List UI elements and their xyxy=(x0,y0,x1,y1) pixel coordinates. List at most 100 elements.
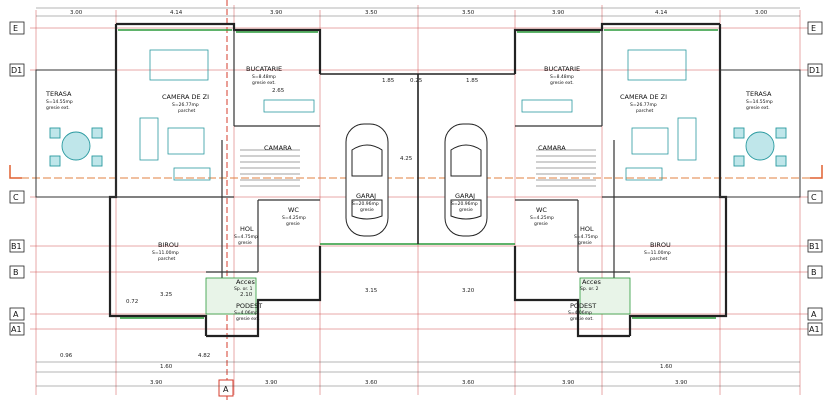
svg-text:CAMARA: CAMARA xyxy=(538,144,566,152)
svg-text:S=4.75mp: S=4.75mp xyxy=(574,234,598,240)
svg-text:B: B xyxy=(13,268,19,277)
svg-text:Sp. or. 1: Sp. or. 1 xyxy=(234,286,253,292)
svg-text:S=4.75mp: S=4.75mp xyxy=(234,234,258,240)
svg-text:S=4.06mp: S=4.06mp xyxy=(234,310,258,316)
svg-text:parchet: parchet xyxy=(636,108,653,114)
svg-text:0.72: 0.72 xyxy=(126,299,138,305)
svg-text:B: B xyxy=(811,268,817,277)
svg-text:S=14.55mp: S=14.55mp xyxy=(46,99,73,105)
svg-text:S=11.00mp: S=11.00mp xyxy=(644,250,671,256)
svg-text:CAMERA DE ZI: CAMERA DE ZI xyxy=(620,93,667,101)
grid-bubbles-left: E D1 C B1 B A A1 xyxy=(9,21,25,336)
right-unit xyxy=(418,22,801,338)
svg-text:WC: WC xyxy=(536,206,547,214)
svg-text:Acces: Acces xyxy=(582,278,601,286)
svg-text:4.82: 4.82 xyxy=(198,353,210,359)
svg-text:BUCATARIE: BUCATARIE xyxy=(544,65,580,73)
svg-text:S=8.48mp: S=8.48mp xyxy=(252,74,276,80)
svg-text:GARAJ: GARAJ xyxy=(455,192,475,200)
svg-text:Sp. or. 2: Sp. or. 2 xyxy=(580,286,599,292)
svg-text:3.60: 3.60 xyxy=(365,380,378,386)
svg-text:TERASA: TERASA xyxy=(745,90,772,98)
grid-lines xyxy=(30,5,810,395)
svg-text:2.10: 2.10 xyxy=(240,292,253,298)
svg-text:gresie ext.: gresie ext. xyxy=(252,80,276,86)
svg-text:S=4.25mp: S=4.25mp xyxy=(530,215,554,221)
svg-text:3.25: 3.25 xyxy=(160,292,173,298)
svg-text:3.90: 3.90 xyxy=(675,380,688,386)
svg-text:HOL: HOL xyxy=(580,225,594,233)
bottom-dimension-chain xyxy=(36,361,800,387)
svg-text:3.00: 3.00 xyxy=(70,10,83,16)
living-furniture xyxy=(139,49,315,181)
car-right xyxy=(444,123,488,237)
stairs-right xyxy=(536,149,596,187)
svg-text:BIROU: BIROU xyxy=(158,241,179,249)
svg-text:gresie ext.: gresie ext. xyxy=(570,316,594,322)
svg-text:B1: B1 xyxy=(11,242,22,251)
svg-text:0.25: 0.25 xyxy=(410,78,423,84)
svg-text:E: E xyxy=(811,24,816,33)
svg-text:BIROU: BIROU xyxy=(650,241,671,249)
svg-text:1.85: 1.85 xyxy=(466,78,479,84)
svg-text:S=26.77mp: S=26.77mp xyxy=(630,102,657,108)
axis-end-right xyxy=(810,165,823,179)
bottom-dimensions: 3.90 3.90 3.60 3.60 3.90 3.90 xyxy=(150,380,688,386)
left-unit xyxy=(35,22,418,338)
svg-text:4.14: 4.14 xyxy=(655,10,668,16)
svg-text:3.90: 3.90 xyxy=(552,10,565,16)
car-left xyxy=(345,123,389,237)
top-dimensions: 3.00 4.14 3.90 3.50 3.50 3.90 4.14 3.00 xyxy=(70,10,768,16)
svg-text:S=4.06mp: S=4.06mp xyxy=(568,310,592,316)
svg-text:parchet: parchet xyxy=(158,256,175,262)
svg-text:gresie ext.: gresie ext. xyxy=(550,80,574,86)
svg-text:PODEST: PODEST xyxy=(570,302,596,310)
svg-text:gresie: gresie xyxy=(459,207,473,213)
svg-text:3.90: 3.90 xyxy=(562,380,575,386)
svg-text:WC: WC xyxy=(288,206,299,214)
access-zone-right xyxy=(579,277,631,315)
svg-text:1.60: 1.60 xyxy=(660,364,673,370)
svg-text:CAMARA: CAMARA xyxy=(264,144,292,152)
svg-text:gresie ext.: gresie ext. xyxy=(46,105,70,111)
svg-text:parchet: parchet xyxy=(650,256,667,262)
svg-text:B1: B1 xyxy=(809,242,820,251)
svg-text:A: A xyxy=(13,310,19,319)
svg-text:1.85: 1.85 xyxy=(382,78,395,84)
living-furniture-right xyxy=(521,49,697,181)
section-marker: A xyxy=(218,379,234,397)
svg-text:E: E xyxy=(13,24,18,33)
svg-text:Acces: Acces xyxy=(236,278,255,286)
svg-text:S=26.77mp: S=26.77mp xyxy=(172,102,199,108)
svg-text:S=20.96mp: S=20.96mp xyxy=(451,201,478,207)
svg-text:S=4.25mp: S=4.25mp xyxy=(282,215,306,221)
room-labels-left: TERASA S=14.55mp gresie ext. CAMERA DE Z… xyxy=(45,65,379,322)
svg-text:A: A xyxy=(811,310,817,319)
svg-text:4.25: 4.25 xyxy=(400,156,413,162)
svg-text:D1: D1 xyxy=(11,66,22,75)
svg-text:2.65: 2.65 xyxy=(272,88,285,94)
svg-text:0.96: 0.96 xyxy=(60,353,73,359)
svg-text:1.60: 1.60 xyxy=(160,364,173,370)
svg-text:gresie ext.: gresie ext. xyxy=(746,105,770,111)
svg-text:gresie: gresie xyxy=(534,221,548,227)
svg-text:3.90: 3.90 xyxy=(270,10,283,16)
garage-block xyxy=(320,73,515,244)
svg-text:CAMERA DE ZI: CAMERA DE ZI xyxy=(162,93,209,101)
svg-text:C: C xyxy=(811,193,817,202)
svg-text:3.50: 3.50 xyxy=(365,10,378,16)
svg-text:4.14: 4.14 xyxy=(170,10,183,16)
svg-text:A: A xyxy=(223,385,229,394)
terrace-table-right xyxy=(733,127,787,167)
svg-text:gresie: gresie xyxy=(578,240,592,246)
svg-text:3.60: 3.60 xyxy=(462,380,475,386)
terrace-table xyxy=(49,127,103,167)
svg-text:BUCATARIE: BUCATARIE xyxy=(246,65,282,73)
svg-text:3.15: 3.15 xyxy=(365,288,378,294)
misc-dimensions: 2.65 1.85 0.25 3.15 1.85 4.25 0.72 3.25 … xyxy=(60,78,673,370)
svg-text:parchet: parchet xyxy=(178,108,195,114)
svg-text:S=11.00mp: S=11.00mp xyxy=(152,250,179,256)
room-labels-right: TERASA S=14.55mp gresie ext. CAMERA DE Z… xyxy=(451,65,773,322)
svg-text:D1: D1 xyxy=(809,66,820,75)
